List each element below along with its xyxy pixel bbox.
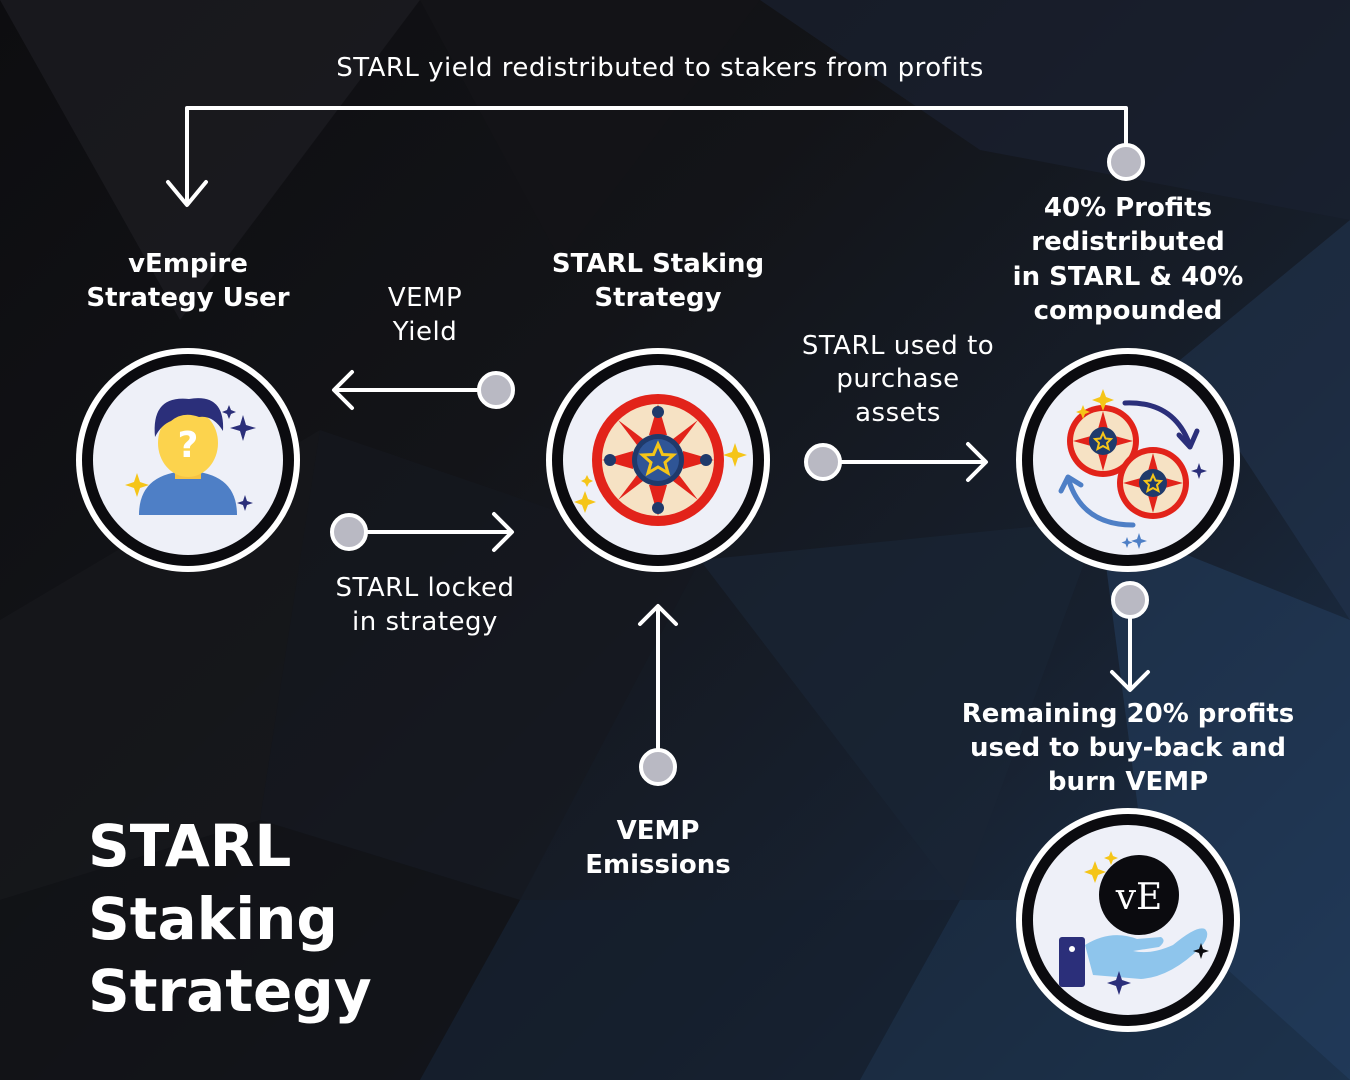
user-node-title: vEmpire Strategy User <box>86 249 290 313</box>
vemp-emissions-label: VEMP Emissions <box>585 816 731 880</box>
compound-node-title: 40% Profits redistributed in STARL & 40%… <box>1012 193 1244 326</box>
vemp-yield-label: VEMP Yield <box>387 283 463 347</box>
starl-purchase-label: STARL used to purchase assets <box>801 331 995 428</box>
main-title: STARL Staking Strategy <box>88 812 372 1025</box>
burn-node-title: Remaining 20% profits used to buy-back a… <box>961 699 1295 797</box>
burn-node: vE <box>1016 808 1240 1032</box>
user-node: ? <box>76 348 300 572</box>
starl-locked-arrowhead <box>492 512 514 552</box>
top-flow-line <box>185 106 1128 202</box>
top-flow-label: STARL yield redistributed to stakers fro… <box>336 53 984 83</box>
user-question-icon: ? <box>125 398 256 515</box>
burn-arrowhead <box>1110 670 1150 692</box>
svg-text:?: ? <box>178 425 199 466</box>
strategy-node <box>546 348 770 572</box>
starl-token-icon <box>574 394 747 526</box>
compound-node <box>1016 348 1240 572</box>
starl-purchase-arrowhead <box>966 442 988 482</box>
top-flow-arrowhead <box>166 180 208 207</box>
compound-cycle-icon <box>1058 389 1207 549</box>
vemp-yield-arrowhead <box>332 370 354 410</box>
strategy-node-title: STARL Staking Strategy <box>551 249 765 313</box>
starl-locked-label: STARL locked in strategy <box>335 573 515 637</box>
vemp-coin-text: vE <box>1115 877 1163 918</box>
vemp-yield-dot <box>477 371 515 409</box>
starl-purchase-dot <box>804 443 842 481</box>
vemp-emissions-arrowhead <box>638 604 678 626</box>
vemp-emissions-dot <box>639 748 677 786</box>
top-flow-dot <box>1107 143 1145 181</box>
hand-vemp-coin-icon: vE <box>1059 851 1209 995</box>
starl-locked-dot <box>330 513 368 551</box>
burn-dot <box>1111 581 1149 619</box>
